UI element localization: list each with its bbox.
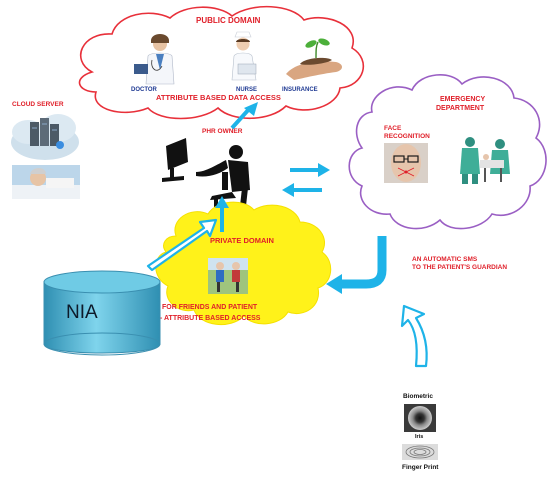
cloud-server-label: CLOUD SERVER	[12, 101, 64, 108]
face-recognition-line1: FACE	[384, 125, 402, 132]
insurance-hand-plant-icon	[286, 38, 342, 80]
private-domain-cloud: PRIVATE DOMAIN FOR FRIENDS AND PATIENT -…	[155, 201, 332, 326]
private-access-line1: FOR FRIENDS AND PATIENT	[162, 304, 258, 311]
friends-photo	[208, 258, 248, 294]
face-recognition-line2: RECOGNITION	[384, 133, 430, 140]
role-doctor: DOCTOR	[131, 87, 158, 93]
emergency-title-line1: EMERGENCY	[440, 96, 485, 103]
iris-label: Iris	[415, 434, 423, 440]
computer-user-icon	[162, 138, 250, 208]
arrow-database-to-private	[146, 218, 218, 272]
face-recognition-image	[384, 143, 428, 183]
biometric-panel: Biometric Iris Finger Print	[402, 393, 439, 471]
emergency-title-line2: DEPARTMENT	[436, 105, 485, 112]
nia-database: NIA	[43, 270, 161, 356]
public-domain-cloud: PUBLIC DOMAIN DOCTOR NURSE I	[78, 5, 364, 120]
public-access-label: ATTRIBUTE BASED DATA ACCESS	[156, 93, 281, 102]
arrow-biometric-up	[400, 304, 428, 368]
phr-owner-label: PHR OWNER	[202, 128, 243, 135]
arrow-emergency-to-phr	[282, 183, 322, 197]
public-domain-title: PUBLIC DOMAIN	[196, 16, 261, 25]
cloud-server-group: CLOUD SERVER	[11, 101, 80, 199]
nurse-icon	[231, 31, 257, 81]
arrow-private-to-phr	[215, 196, 229, 232]
iris-icon	[408, 406, 432, 430]
private-access-line2: - ATTRIBUTE BASED ACCESS	[160, 315, 261, 322]
arrow-emergency-to-private	[326, 236, 387, 294]
arrow-phr-to-public	[230, 102, 258, 130]
finger-print-label: Finger Print	[402, 464, 439, 471]
arrow-phr-to-emergency	[290, 163, 330, 177]
emergency-team-image	[460, 137, 510, 184]
nia-label: NIA	[66, 302, 98, 323]
sms-note-line1: AN AUTOMATIC SMS	[412, 256, 478, 263]
public-cloud-outline	[78, 5, 364, 120]
server-cloud-icon	[11, 114, 79, 160]
emergency-cloud: EMERGENCY DEPARTMENT FACE RECOGNITION	[348, 74, 547, 230]
role-insurance: INSURANCE	[282, 87, 318, 93]
biometric-title: Biometric	[403, 393, 433, 400]
fingerprint-icon	[402, 444, 438, 460]
emergency-cloud-outline	[348, 74, 547, 230]
patient-photo	[12, 165, 80, 199]
phr-owner-group: PHR OWNER	[162, 128, 250, 208]
sms-note-line2: TO THE PATIENT'S GUARDIAN	[412, 264, 507, 271]
role-nurse: NURSE	[236, 87, 257, 93]
private-domain-title: PRIVATE DOMAIN	[210, 236, 274, 245]
doctor-icon	[134, 34, 175, 85]
